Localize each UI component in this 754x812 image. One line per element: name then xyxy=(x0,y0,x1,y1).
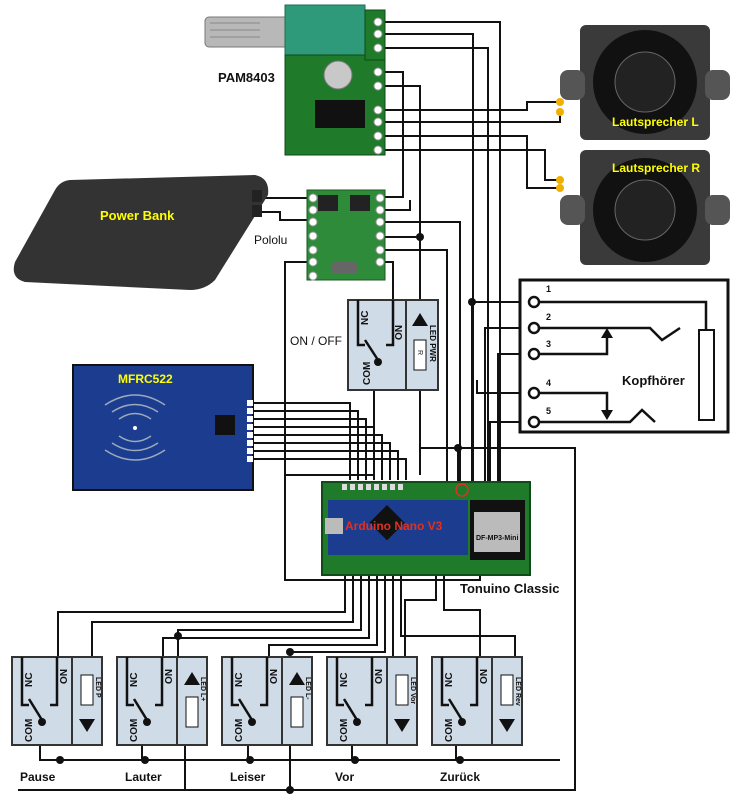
switch-no-label: NO xyxy=(372,669,383,684)
potentiometer-shaft xyxy=(204,16,291,48)
power-switch xyxy=(347,299,439,391)
pololu-module xyxy=(306,189,386,281)
led-icon xyxy=(184,672,200,685)
buttons-group: NC NO COM LED P Pause NC NO COM LED L+ Lauter NC NO… xyxy=(11,656,523,784)
jack-pin-2: 2 xyxy=(546,312,551,322)
switch-no-label: NO xyxy=(57,669,68,684)
speaker-left-terminal xyxy=(556,108,564,116)
power-bank xyxy=(13,175,269,290)
rfid-module xyxy=(72,364,254,491)
switch-nc-label: NC xyxy=(339,673,350,687)
button-label: Leiser xyxy=(230,770,266,784)
jack-pin-4: 4 xyxy=(546,378,551,388)
power-switch-nc: NC xyxy=(360,311,371,325)
rfid-label: MFRC522 xyxy=(118,372,173,386)
speaker-right-terminal xyxy=(556,176,564,184)
switch-nc-label: NC xyxy=(129,673,140,687)
button-3[interactable]: NC NO COM LED L- Leiser xyxy=(221,656,313,784)
led-icon xyxy=(289,672,305,685)
power-bank-label: Power Bank xyxy=(100,208,175,223)
resistor-icon xyxy=(500,674,514,706)
amp-chip xyxy=(315,100,365,128)
speaker-right-label: Lautsprecher R xyxy=(612,161,700,175)
led-icon xyxy=(499,719,515,732)
power-switch-resistor: R xyxy=(416,350,423,355)
led-label: LED L- xyxy=(304,677,311,700)
power-switch-no: NO xyxy=(392,325,403,340)
switch-com-label: COM xyxy=(129,719,140,742)
pam8403-label: PAM8403 xyxy=(218,70,275,85)
arduino-label: Arduino Nano V3 xyxy=(345,519,443,533)
junctions xyxy=(56,233,476,794)
tonuino-board xyxy=(321,481,531,576)
resistor-icon xyxy=(290,696,304,728)
switch-nc-label: NC xyxy=(24,673,35,687)
headphone-jack xyxy=(518,278,730,434)
switch-no-label: NO xyxy=(477,669,488,684)
jack-pin-1: 1 xyxy=(546,284,551,294)
led-label: LED L+ xyxy=(199,677,206,701)
switch-com-label: COM xyxy=(24,719,35,742)
led-label: LED P xyxy=(94,677,101,698)
mp3-label: DF-MP3-Mini xyxy=(476,535,518,542)
resistor-icon xyxy=(80,674,94,706)
power-switch-com: COM xyxy=(362,362,373,385)
switch-com-label: COM xyxy=(234,719,245,742)
jack-pin-5: 5 xyxy=(546,406,551,416)
button-2[interactable]: NC NO COM LED L+ Lauter xyxy=(116,656,208,784)
button-label: Lauter xyxy=(125,770,162,784)
pam8403-module xyxy=(204,4,386,156)
led-icon xyxy=(79,719,95,732)
led-icon xyxy=(394,719,410,732)
switch-nc-label: NC xyxy=(234,673,245,687)
speaker-right xyxy=(556,150,730,265)
resistor-icon xyxy=(395,674,409,706)
button-label: Vor xyxy=(335,770,354,784)
potentiometer-body xyxy=(284,4,366,61)
switch-com-label: COM xyxy=(444,719,455,742)
speaker-right-terminal xyxy=(556,184,564,192)
led-label: LED Rev xyxy=(514,677,521,706)
speaker-left-label: Lautsprecher L xyxy=(612,115,699,129)
jack-pin-3: 3 xyxy=(546,339,551,349)
pololu-label: Pololu xyxy=(254,233,287,247)
button-1[interactable]: NC NO COM LED P Pause xyxy=(11,656,103,784)
switch-nc-label: NC xyxy=(444,673,455,687)
switch-no-label: NO xyxy=(267,669,278,684)
speaker-left xyxy=(556,25,730,140)
led-label: LED Vor xyxy=(409,677,416,704)
resistor-icon xyxy=(185,696,199,728)
button-label: Zurück xyxy=(440,770,480,784)
capacitor xyxy=(323,60,353,90)
speaker-left-terminal xyxy=(556,98,564,106)
board-label: Tonuino Classic xyxy=(460,581,559,596)
button-label: Pause xyxy=(20,770,56,784)
power-switch-label: ON / OFF xyxy=(290,334,342,348)
switch-no-label: NO xyxy=(162,669,173,684)
switch-com-label: COM xyxy=(339,719,350,742)
power-switch-led: LED PWR xyxy=(428,325,437,362)
headphone-jack-label: Kopfhörer xyxy=(622,373,685,388)
